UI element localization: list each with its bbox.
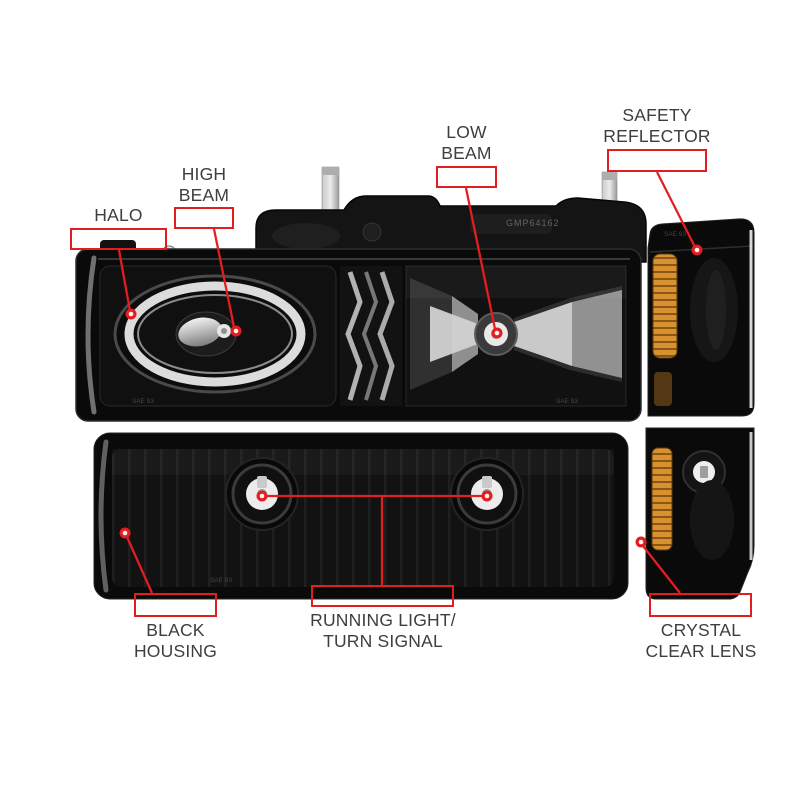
callout-box-running-light xyxy=(311,585,454,607)
corner-amber-strip xyxy=(651,447,673,551)
label-running-light: RUNNING LIGHT/TURN SIGNAL xyxy=(310,610,456,651)
callout-box-safety-reflector xyxy=(607,149,707,172)
lower-lens-stamp: SAE 93 xyxy=(210,577,232,584)
callout-dot-crystal-lens xyxy=(635,536,647,548)
callout-dot-running-left xyxy=(256,490,268,502)
leader-line-safety-reflector xyxy=(655,171,697,248)
safety-reflector-amber-strip xyxy=(652,253,678,359)
leader-line-black-housing xyxy=(125,536,154,594)
callout-box-high-beam xyxy=(174,207,234,229)
callout-dot-halo xyxy=(125,308,137,320)
low-beam-reflector xyxy=(405,265,627,407)
callout-dot-low-beam xyxy=(491,327,503,339)
ribbed-divider xyxy=(340,266,402,406)
corner-lens-stamp: SAE 93 xyxy=(664,231,686,238)
lower-corner-light xyxy=(645,427,755,600)
callout-dot-black-housing xyxy=(119,527,131,539)
upper-corner-light: SAE 93 xyxy=(647,218,755,417)
leader-line-high-beam xyxy=(212,228,236,328)
lens-stamp-left: SAE 93 xyxy=(132,398,154,405)
callout-box-halo xyxy=(70,228,167,250)
leader-line-crystal-lens xyxy=(642,545,681,594)
label-halo: HALO xyxy=(94,205,143,225)
plate-stamp-text: GMP64162 xyxy=(506,218,560,228)
leader-line-halo xyxy=(117,249,132,312)
running-light-bar: SAE 93 xyxy=(93,432,629,600)
callout-dot-high-beam xyxy=(230,325,242,337)
callout-box-black-housing xyxy=(134,593,217,617)
callout-dot-safety-reflector xyxy=(691,244,703,256)
main-headlight: SAE 93 SAE 93 xyxy=(75,248,642,422)
callout-box-crystal-lens xyxy=(649,593,752,617)
leader-line-low-beam xyxy=(464,187,497,330)
high-beam-bulb xyxy=(175,311,237,357)
lens-stamp-right: SAE 93 xyxy=(556,398,578,405)
callout-box-low-beam xyxy=(436,166,497,188)
callout-dot-running-right xyxy=(481,490,493,502)
